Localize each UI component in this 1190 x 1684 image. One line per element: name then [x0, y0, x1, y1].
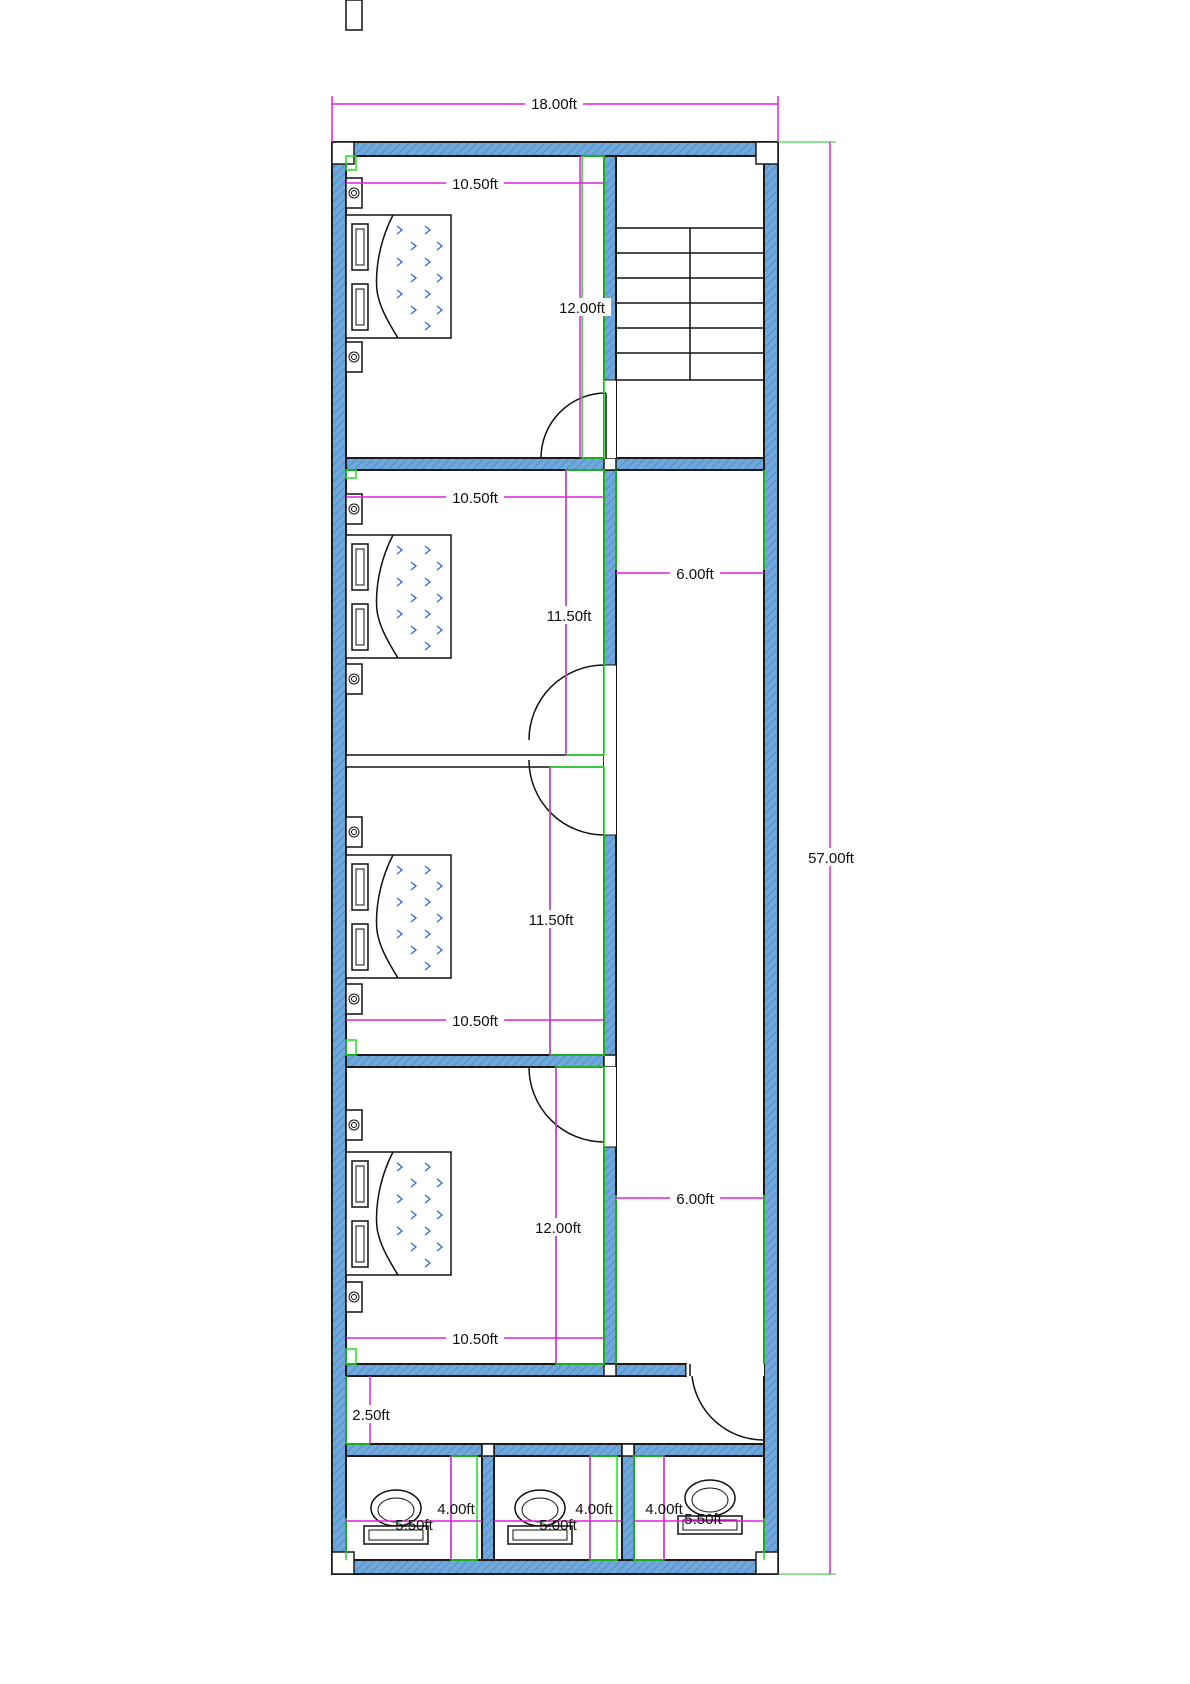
bath2-width-label: 5.00ft: [539, 1517, 577, 1534]
toilet-icon: [507, 1489, 573, 1545]
exterior-walls: [331, 141, 779, 1575]
bath1-width-label: 5.50ft: [395, 1517, 433, 1534]
corridor-lower-width-label: 6.00ft: [676, 1191, 714, 1208]
side-table-icon: [345, 816, 363, 1015]
staircase-icon: [615, 227, 765, 381]
bed-room-1: [345, 177, 452, 373]
bath3-width-label: 5.50ft: [684, 1511, 722, 1528]
bed-room-2: [345, 0, 452, 695]
room1-length-label: 12.00ft: [559, 300, 606, 317]
passage-width-label: 2.50ft: [352, 1407, 390, 1424]
room3-length-label: 11.50ft: [529, 912, 575, 929]
toilet-icon: [363, 1489, 429, 1545]
room4-length-label: 12.00ft: [535, 1220, 582, 1237]
bed-room-3: [345, 816, 452, 1015]
bath1-depth-label: 4.00ft: [437, 1501, 475, 1518]
room2-length-label: 11.50ft: [547, 608, 593, 625]
side-table-icon: [345, 0, 363, 695]
corridor-upper-width-label: 6.00ft: [676, 566, 714, 583]
bed-room-4: [345, 1109, 452, 1313]
door-openings: [604, 379, 764, 1376]
bed-icon: [345, 214, 452, 339]
room3-width-label: 10.50ft: [452, 1013, 499, 1030]
overall-length-label: 57.00ft: [808, 850, 855, 867]
door-swing-icon: [528, 392, 765, 1441]
overall-width-label: 18.00ft: [531, 96, 578, 113]
dimension-labels: 18.00ft 57.00ft 10.50ft 12.00ft 10.50ft …: [348, 94, 860, 1534]
room2-width-label: 10.50ft: [452, 490, 499, 507]
room1-width-label: 10.50ft: [452, 176, 499, 193]
bed-icon: [345, 854, 452, 979]
guide-marks: [345, 141, 836, 1575]
side-table-icon: [345, 1109, 363, 1313]
bed-icon: [345, 534, 452, 659]
dimension-lines: [331, 96, 831, 1574]
bed-icon: [345, 1151, 452, 1276]
side-table-icon: [345, 177, 363, 373]
room4-width-label: 10.50ft: [452, 1331, 499, 1348]
bath2-depth-label: 4.00ft: [575, 1501, 613, 1518]
bath3-depth-label: 4.00ft: [645, 1501, 683, 1518]
